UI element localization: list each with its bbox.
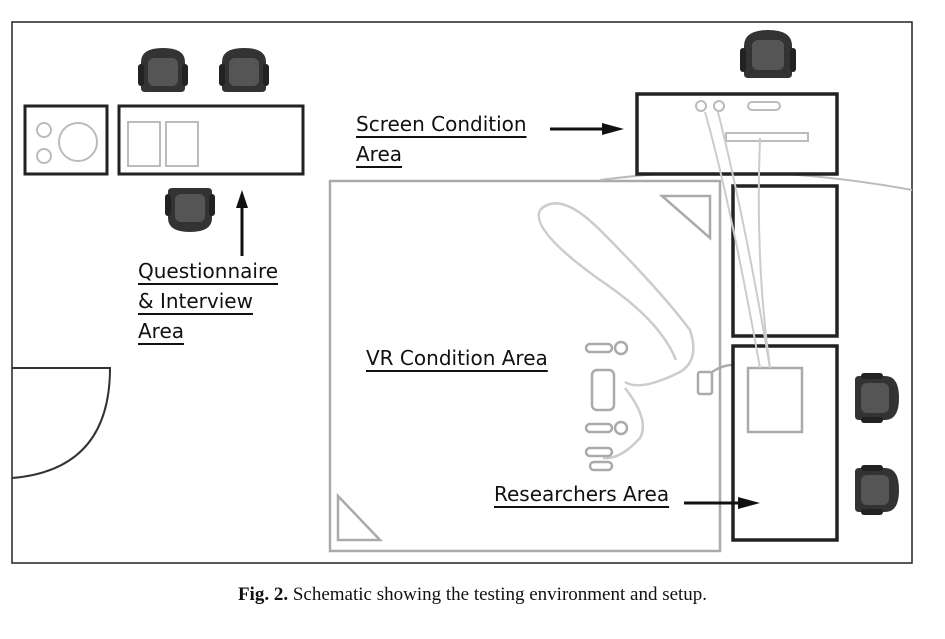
questionnaire-label-line-3: Area bbox=[138, 319, 185, 343]
caption-prefix: Fig. 2. bbox=[237, 584, 289, 605]
chair-icon bbox=[740, 30, 796, 78]
questionnaire-table bbox=[117, 104, 305, 176]
tracker-triangle bbox=[658, 194, 712, 241]
questionnaire-area-label: Questionnaire & Interview Area bbox=[138, 256, 278, 346]
tracker-triangle bbox=[336, 492, 383, 542]
figure-caption: Fig. 2. Schematic showing the testing en… bbox=[0, 584, 945, 606]
screen-label-line-1: Screen Condition bbox=[356, 112, 527, 136]
vr-controller-icon bbox=[584, 340, 751, 472]
door-swing bbox=[11, 367, 112, 479]
chair-icon bbox=[855, 373, 899, 423]
chair-icon bbox=[219, 48, 269, 92]
researchers-area-label: Researchers Area bbox=[494, 482, 670, 506]
side-desk bbox=[731, 184, 839, 338]
arrow-right-icon bbox=[550, 123, 624, 135]
screen-condition-area-label: Screen Condition Area bbox=[356, 109, 527, 169]
researchers-desk bbox=[731, 344, 839, 542]
cable bbox=[704, 111, 771, 369]
caption-text: Schematic showing the testing environmen… bbox=[288, 584, 708, 605]
floor-plan-diagram bbox=[11, 21, 913, 564]
screen-label-line-2: Area bbox=[356, 142, 403, 166]
vr-cable bbox=[537, 202, 695, 387]
chair-icon bbox=[855, 465, 899, 515]
vr-condition-area-label: VR Condition Area bbox=[366, 346, 548, 370]
questionnaire-label-line-2: & Interview bbox=[138, 289, 253, 313]
arrow-right-icon bbox=[684, 497, 760, 509]
side-table bbox=[23, 104, 109, 176]
vr-cable bbox=[602, 387, 645, 460]
diagram-frame bbox=[11, 21, 913, 564]
vr-area-outline bbox=[328, 179, 722, 553]
questionnaire-label-line-1: Questionnaire bbox=[138, 259, 279, 283]
chair-icon bbox=[165, 188, 215, 232]
chair-icon bbox=[138, 48, 188, 92]
arrow-up-icon bbox=[236, 190, 248, 256]
screen-desk bbox=[635, 92, 839, 176]
